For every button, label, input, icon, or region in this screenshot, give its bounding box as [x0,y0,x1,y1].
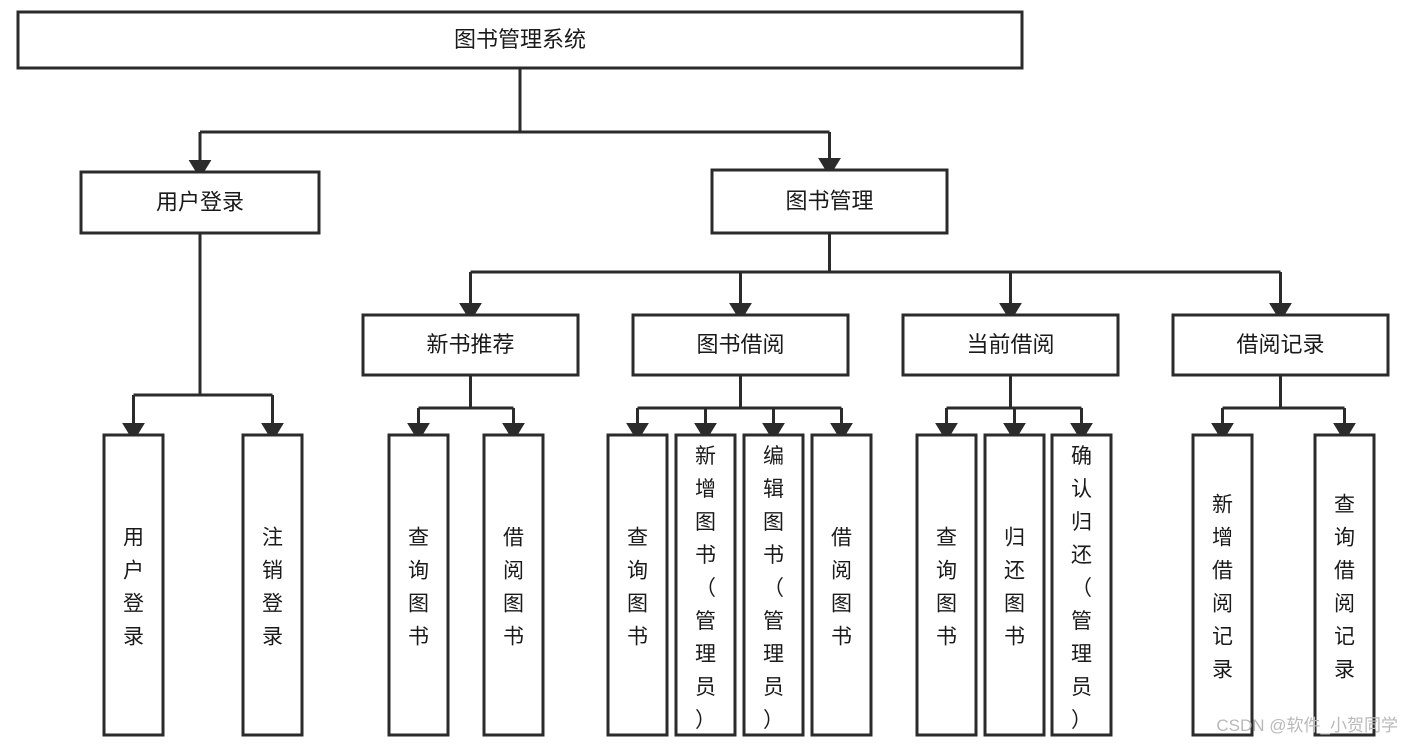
node-leaf-edit-book[interactable]: 编辑图书（管理员） [742,433,805,737]
node-label-borrow-record: 借阅记录 [1236,332,1324,357]
node-borrow-record[interactable]: 借阅记录 [1171,313,1390,377]
node-label-leaf-add-borrow-record: 新增借阅记录 [1212,494,1233,682]
node-box-leaf-logout [241,433,304,737]
node-label-leaf-query-borrow-record: 查询借阅记录 [1334,494,1355,682]
node-box-user-login [79,170,321,235]
node-label-leaf-edit-book: 编辑图书（管理员） [763,445,784,732]
node-label-new-book-recommend: 新书推荐 [426,332,514,357]
node-label-leaf-confirm-return: 确认归还（管理员） [1071,445,1092,732]
node-label-leaf-query-book-current: 查询图书 [936,527,957,649]
node-box-leaf-borrow-book-recommend [482,433,545,737]
node-box-leaf-return-book [983,433,1046,737]
node-leaf-logout[interactable]: 注销登录 [241,433,304,737]
node-label-leaf-logout: 注销登录 [262,527,283,649]
node-box-leaf-user-login [102,433,165,737]
node-box-leaf-add-borrow-record [1191,433,1254,737]
node-box-leaf-query-book-current [915,433,978,737]
node-leaf-query-book-current[interactable]: 查询图书 [915,433,978,737]
node-label-leaf-query-book-borrow: 查询图书 [627,527,648,649]
node-current-borrow[interactable]: 当前借阅 [901,313,1120,377]
node-book-management[interactable]: 图书管理 [710,168,949,235]
node-label-leaf-borrow-book: 借阅图书 [831,527,852,649]
node-label-user-login: 用户登录 [156,189,244,214]
node-leaf-user-login[interactable]: 用户登录 [102,433,165,737]
node-box-leaf-confirm-return [1050,433,1113,737]
node-leaf-borrow-book[interactable]: 借阅图书 [810,433,873,737]
node-book-borrow[interactable]: 图书借阅 [631,313,850,377]
node-leaf-return-book[interactable]: 归还图书 [983,433,1046,737]
node-label-book-management: 图书管理 [785,188,873,213]
node-box-leaf-borrow-book [810,433,873,737]
node-box-book-management [710,168,949,235]
node-label-leaf-return-book: 归还图书 [1004,527,1025,649]
node-box-leaf-add-book [674,433,737,737]
node-box-leaf-query-borrow-record [1313,433,1376,737]
node-box-book-borrow [631,313,850,377]
node-leaf-query-book-recommend[interactable]: 查询图书 [387,433,450,737]
connectors-layer [122,68,1356,442]
node-label-leaf-user-login: 用户登录 [123,527,144,649]
node-label-book-borrow: 图书借阅 [696,332,784,357]
node-leaf-query-book-borrow[interactable]: 查询图书 [606,433,669,737]
node-box-leaf-query-book-borrow [606,433,669,737]
node-leaf-confirm-return[interactable]: 确认归还（管理员） [1050,433,1113,737]
csdn-watermark: CSDN @软件_小贺同学 [1216,716,1398,735]
node-label-leaf-add-book: 新增图书（管理员） [695,445,716,732]
node-box-root [16,10,1024,70]
node-new-book-recommend[interactable]: 新书推荐 [361,313,580,377]
node-label-leaf-query-book-recommend: 查询图书 [408,527,429,649]
node-box-leaf-query-book-recommend [387,433,450,737]
node-leaf-query-borrow-record[interactable]: 查询借阅记录 [1313,433,1376,737]
nodes-layer: 图书管理系统用户登录图书管理新书推荐图书借阅当前借阅借阅记录用户登录注销登录查询… [16,10,1390,737]
node-leaf-add-book[interactable]: 新增图书（管理员） [674,433,737,737]
node-label-leaf-borrow-book-recommend: 借阅图书 [503,527,524,649]
node-label-root: 图书管理系统 [454,27,586,52]
node-box-current-borrow [901,313,1120,377]
node-label-current-borrow: 当前借阅 [966,332,1054,357]
node-box-borrow-record [1171,313,1390,377]
node-leaf-add-borrow-record[interactable]: 新增借阅记录 [1191,433,1254,737]
node-user-login[interactable]: 用户登录 [79,170,321,235]
node-box-new-book-recommend [361,313,580,377]
node-box-leaf-edit-book [742,433,805,737]
node-root[interactable]: 图书管理系统 [16,10,1024,70]
node-leaf-borrow-book-recommend[interactable]: 借阅图书 [482,433,545,737]
